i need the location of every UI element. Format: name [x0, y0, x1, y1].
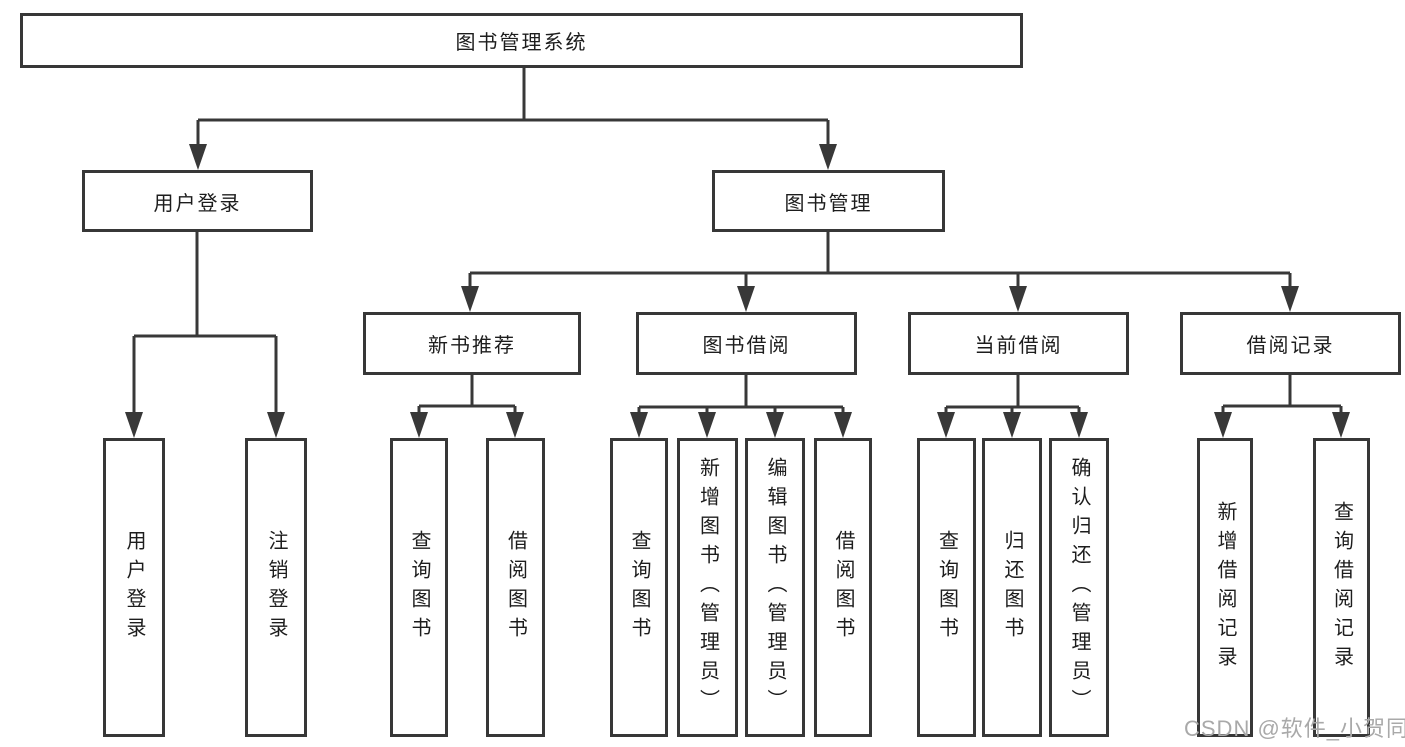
leaf-add-book-admin: 新增图书（管理员）	[677, 438, 738, 737]
node-root: 图书管理系统	[20, 13, 1023, 68]
arrowhead	[1009, 286, 1027, 312]
arrowhead	[819, 144, 837, 170]
connector-borrow-subtree	[637, 375, 845, 416]
arrowhead	[267, 412, 285, 438]
arrowhead	[410, 412, 428, 438]
arrowhead	[737, 286, 755, 312]
arrowhead	[461, 286, 479, 312]
arrowhead	[189, 144, 207, 170]
connector-login-subtree	[132, 232, 278, 414]
arrowhead	[506, 412, 524, 438]
arrowhead	[766, 412, 784, 438]
arrowhead	[1070, 412, 1088, 438]
connector-newbook-subtree	[417, 375, 517, 416]
node-new-book-recommend: 新书推荐	[363, 312, 581, 375]
connector-root-trunk	[196, 68, 830, 146]
leaf-query-borrow-record: 查询借阅记录	[1313, 438, 1370, 737]
leaf-borrow-book-recommend: 借阅图书	[486, 438, 545, 737]
node-current-borrow: 当前借阅	[908, 312, 1129, 375]
leaf-logout: 注销登录	[245, 438, 307, 737]
arrowhead	[125, 412, 143, 438]
arrowhead	[630, 412, 648, 438]
connector-mgmt-subtree	[468, 232, 1292, 288]
arrowhead	[937, 412, 955, 438]
leaf-edit-book-admin: 编辑图书（管理员）	[745, 438, 805, 737]
connector-current-subtree	[944, 375, 1081, 416]
node-user-login: 用户登录	[82, 170, 313, 232]
node-book-management: 图书管理	[712, 170, 945, 232]
leaf-query-book-borrow: 查询图书	[610, 438, 668, 737]
node-borrow-records: 借阅记录	[1180, 312, 1401, 375]
arrowhead	[1214, 412, 1232, 438]
leaf-query-book-current: 查询图书	[917, 438, 976, 737]
node-book-borrow: 图书借阅	[636, 312, 857, 375]
connector-records-subtree	[1221, 375, 1343, 416]
leaf-user-login: 用户登录	[103, 438, 165, 737]
arrowhead	[698, 412, 716, 438]
arrowhead	[834, 412, 852, 438]
leaf-query-book-recommend: 查询图书	[390, 438, 448, 737]
arrowhead	[1332, 412, 1350, 438]
leaf-add-borrow-record: 新增借阅记录	[1197, 438, 1253, 737]
leaf-borrow-book: 借阅图书	[814, 438, 872, 737]
arrowhead	[1281, 286, 1299, 312]
leaf-return-book: 归还图书	[982, 438, 1042, 737]
arrowhead	[1003, 412, 1021, 438]
watermark: CSDN @软件_小贺同学	[1184, 716, 1405, 741]
leaf-confirm-return-admin: 确认归还（管理员）	[1049, 438, 1109, 737]
